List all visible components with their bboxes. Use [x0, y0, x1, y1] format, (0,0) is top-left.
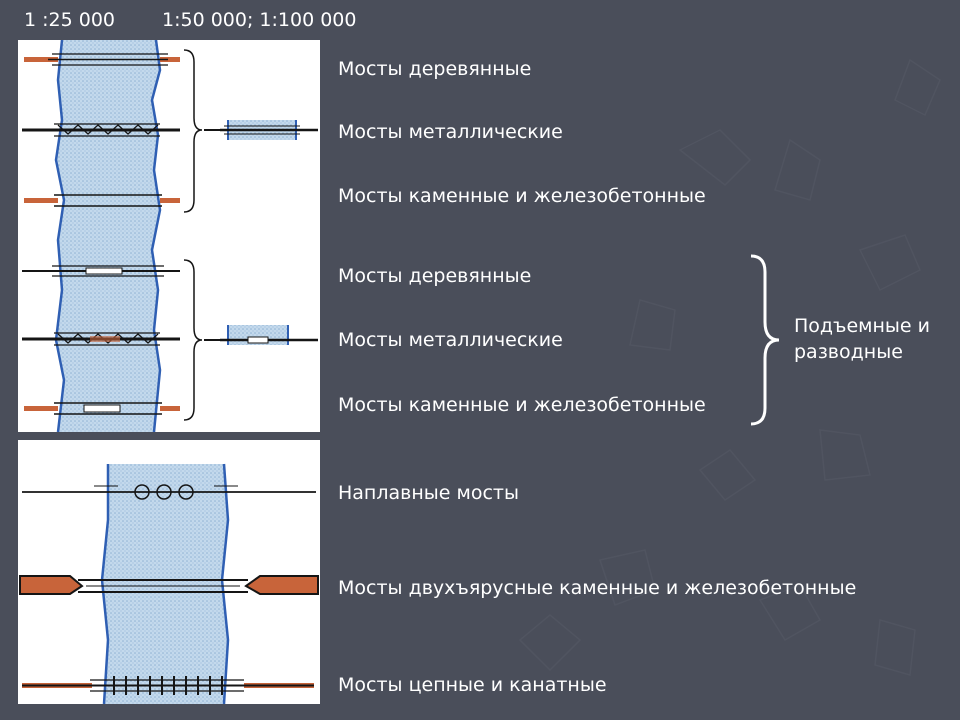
label-stone-bridges-2: Мосты каменные и железобетонные [338, 394, 706, 416]
symbol-small-scale-1 [220, 120, 318, 140]
symbol-chain-bridge [22, 676, 314, 695]
label-two-tier-bridges: Мосты двухъярусные каменные и железобето… [338, 577, 857, 599]
scale-small-label: 1:50 000; 1:100 000 [162, 9, 357, 31]
symbol-stone-bridge-1 [24, 194, 180, 207]
brace-lower [183, 259, 203, 421]
bridge-symbols-panel-lower [18, 440, 320, 704]
symbol-small-scale-2 [220, 325, 318, 345]
label-pontoon-bridges: Наплавные мосты [338, 482, 519, 504]
brace-upper [183, 49, 203, 213]
label-metal-bridges-1: Мосты металлические [338, 121, 563, 143]
symbol-metal-bridge-1 [22, 123, 180, 137]
group-brace [750, 254, 780, 426]
scale-large-label: 1 :25 000 [24, 9, 116, 31]
symbol-metal-bridge-2 [22, 332, 180, 346]
label-metal-bridges-2: Мосты металлические [338, 329, 563, 351]
river-lower [102, 464, 228, 704]
symbol-two-tier-bridge [19, 575, 319, 595]
symbol-pontoon-bridge [22, 484, 316, 500]
group-label-line2: разводные [794, 341, 903, 363]
group-label-lifting: Подъемные и разводные [794, 313, 930, 365]
label-wooden-bridges-1: Мосты деревянные [338, 58, 532, 80]
symbol-wooden-bridge-1 [24, 53, 180, 66]
label-chain-bridges: Мосты цепные и канатные [338, 674, 607, 696]
bridge-symbols-drawing-lower [19, 463, 319, 704]
label-stone-bridges-1: Мосты каменные и железобетонные [338, 185, 706, 207]
bridge-symbols-drawing-upper [22, 40, 318, 432]
symbol-stone-bridge-2 [24, 402, 180, 415]
group-label-line1: Подъемные и [794, 315, 930, 337]
river-bank-right [150, 40, 162, 432]
river-upper [56, 40, 160, 432]
river-bank-left [54, 40, 66, 432]
bridge-symbols-panel-upper [18, 40, 320, 432]
symbol-wooden-bridge-2 [22, 265, 180, 277]
label-wooden-bridges-2: Мосты деревянные [338, 265, 532, 287]
